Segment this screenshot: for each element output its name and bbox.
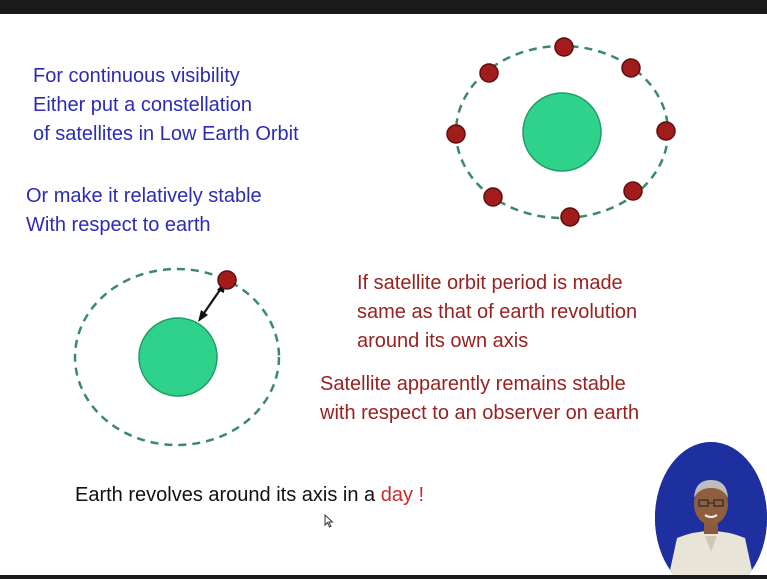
period-line-1: If satellite orbit period is made	[357, 272, 623, 294]
period-line-3: around its own axis	[357, 330, 529, 352]
arrow-head-earth	[198, 310, 208, 322]
intro-text: For continuous visibility Either put a c…	[33, 62, 299, 149]
earth-day-highlight: day	[380, 484, 413, 506]
constellation-diagram	[446, 37, 676, 227]
alternative-line-1: Or make it relatively stable	[26, 185, 262, 207]
intro-line-2: Either put a constellation	[33, 94, 253, 116]
stable-satellite	[217, 270, 237, 290]
constellation-satellite	[621, 58, 641, 78]
intro-line-3: of satellites in Low Earth Orbit	[33, 123, 299, 145]
stable-line-1: Satellite apparently remains stable	[320, 373, 626, 395]
satellite-link-arrow	[201, 286, 223, 317]
stable-orbit-diagram	[73, 267, 281, 447]
mouse-pointer-icon	[324, 514, 334, 528]
period-line-2: same as that of earth revolution	[357, 301, 638, 323]
earth-day-text: Earth revolves around its axis in a day …	[75, 484, 424, 507]
stable-text: Satellite apparently remains stable with…	[320, 370, 639, 428]
stable-orbit	[73, 267, 281, 447]
constellation-satellite	[479, 63, 499, 83]
constellation-satellite	[446, 124, 466, 144]
top-border	[0, 0, 767, 14]
constellation-satellite	[560, 207, 580, 227]
alternative-text: Or make it relatively stable With respec…	[26, 182, 262, 240]
stable-line-2: with respect to an observer on earth	[320, 402, 640, 424]
period-text: If satellite orbit period is made same a…	[357, 269, 637, 356]
earth-day-prefix: Earth revolves around its axis in a	[75, 484, 381, 506]
stable-earth	[138, 317, 218, 397]
constellation-satellite	[656, 121, 676, 141]
alternative-line-2: With respect to earth	[26, 214, 211, 236]
constellation-satellite	[623, 181, 643, 201]
constellation-satellite	[554, 37, 574, 57]
constellation-earth	[522, 92, 602, 172]
constellation-satellite	[483, 187, 503, 207]
earth-day-suffix: !	[412, 484, 425, 506]
presenter-video-icon	[655, 442, 767, 575]
intro-line-1: For continuous visibility	[33, 65, 240, 87]
bottom-border	[0, 575, 767, 579]
